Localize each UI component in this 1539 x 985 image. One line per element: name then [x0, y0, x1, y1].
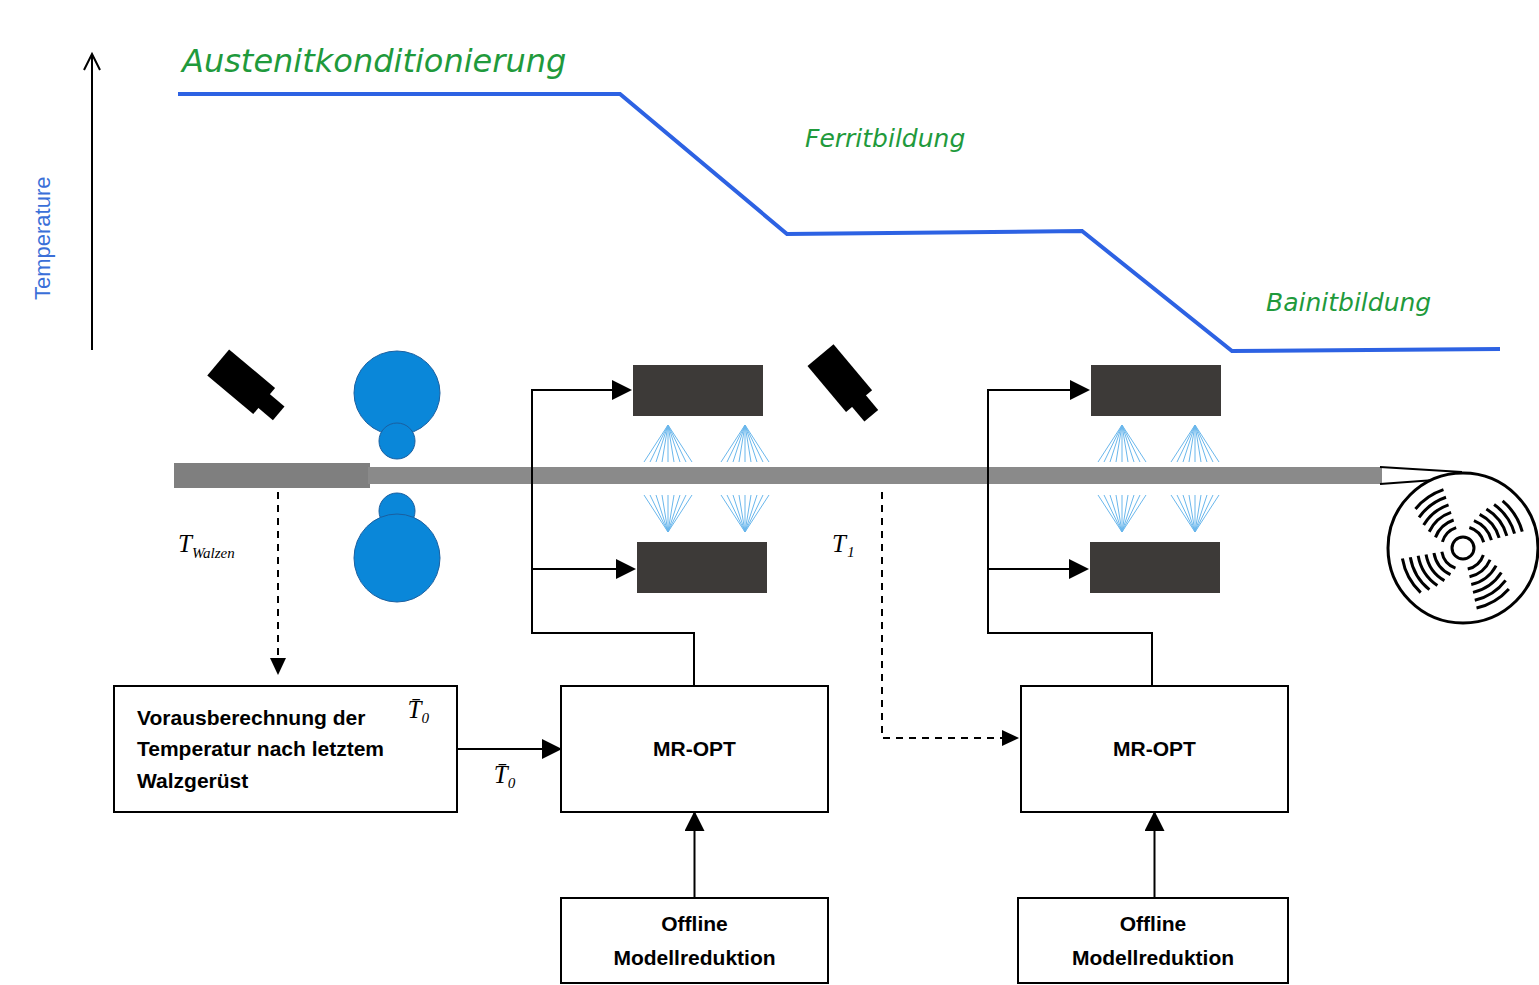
axis-arrowhead	[84, 54, 100, 70]
strip	[368, 467, 1382, 484]
camera	[207, 349, 289, 426]
temperature-symbol: T̄₀	[407, 691, 430, 729]
control-wire	[532, 390, 1152, 685]
node-text: MR-OPT	[653, 733, 736, 765]
temperature-symbol: TWalzen	[178, 530, 235, 558]
connector-arrow	[458, 748, 560, 750]
node-text: Offline Modellreduktion	[1063, 907, 1243, 974]
node-text: MR-OPT	[1113, 733, 1196, 765]
phase-label: Austenitkonditionierung	[182, 42, 566, 80]
model-reduction-box: Offline Modellreduktion	[560, 897, 829, 984]
temperature-curve	[178, 94, 1500, 351]
cooling-unit	[633, 365, 1221, 593]
optimizer-box: MR-OPT	[560, 685, 829, 813]
roll-stand	[354, 351, 440, 602]
optimizer-box: MR-OPT	[1020, 685, 1289, 813]
strip-thick	[174, 463, 370, 488]
coil	[1388, 473, 1538, 623]
node-text: Offline Modellreduktion	[605, 907, 785, 974]
arrowhead	[1002, 730, 1019, 746]
forecast-box: Vorausberechnung der Temperatur nach let…	[113, 685, 458, 813]
arrowhead	[270, 658, 286, 675]
phase-label: Bainitbildung	[1266, 288, 1431, 317]
model-reduction-box: Offline Modellreduktion	[1017, 897, 1289, 984]
camera	[807, 344, 884, 426]
axis-label: Temperature	[30, 176, 56, 300]
temperature-symbol: T₁	[832, 530, 855, 558]
connector-arrow	[694, 813, 696, 897]
edge-label: T̄₀	[492, 761, 519, 789]
connector-arrow	[1154, 813, 1156, 897]
phase-label: Ferritbildung	[805, 124, 965, 153]
spray	[644, 425, 1219, 532]
node-text: Vorausberechnung der Temperatur nach let…	[115, 702, 392, 797]
temperature-axis	[91, 56, 93, 350]
